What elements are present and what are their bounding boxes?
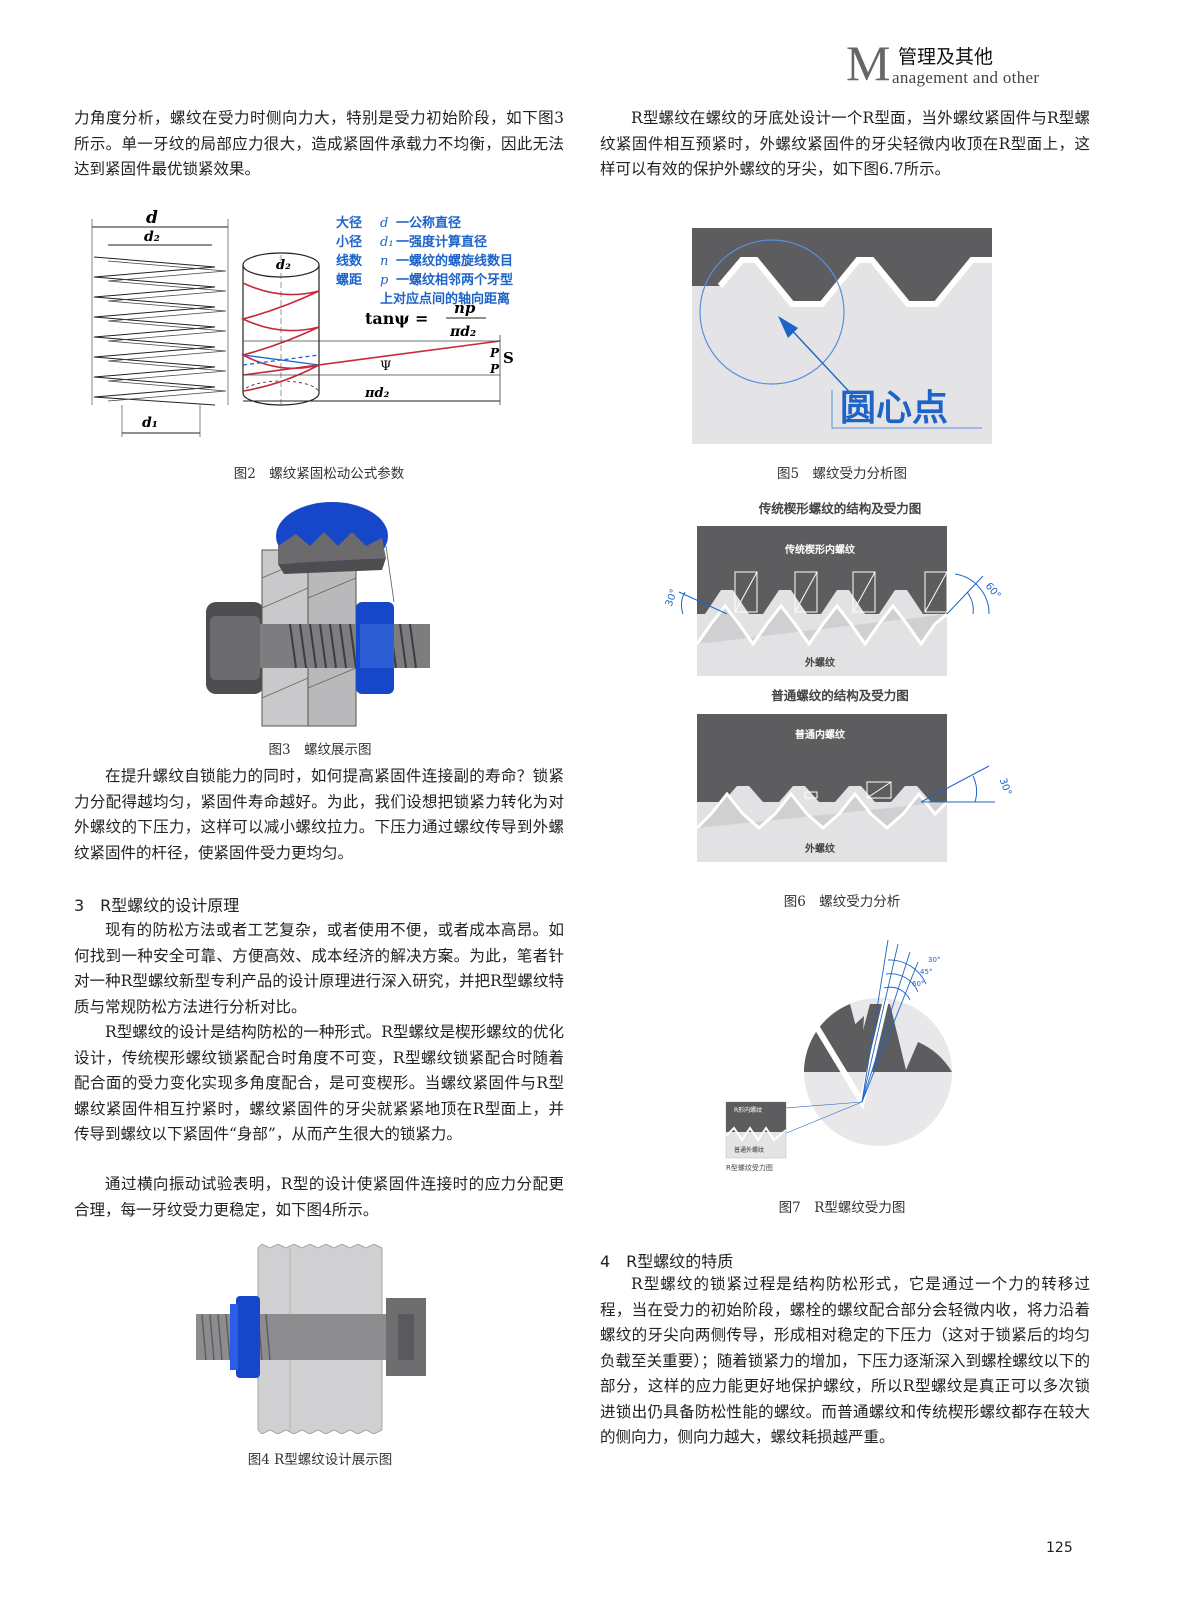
legend-sym-3: n (380, 254, 388, 269)
label-P2: P (489, 362, 500, 376)
figure-2-caption: 图2 螺纹紧固松动公式参数 (233, 466, 405, 482)
legend-sym-1: d (380, 216, 388, 231)
arc-label-60: 60° (912, 980, 924, 988)
right-paragraph-2: R型螺纹的锁紧过程是结构防松形式，它是通过一个力的转移过程，当在受力的初始阶段，… (600, 1275, 1090, 1446)
header-initial: M (846, 35, 891, 91)
figure-7-caption: 图7 R型螺纹受力图 (778, 1200, 906, 1216)
inset-caption: R型螺纹受力图 (726, 1163, 773, 1172)
figure-6: 传统楔形螺纹的结构及受力图 传统楔形内螺纹 外螺纹 30° 60° 普通螺纹的结… (655, 496, 1025, 866)
standard-external-thread-label: 外螺纹 (804, 842, 836, 855)
center-point-label: 圆心点 (840, 388, 948, 429)
r-thread-force-diagram: 30° 45° 60° R形内螺纹 普通外螺纹 R型螺纹受力图 (725, 939, 952, 1172)
inset-external-label: 普通外螺纹 (734, 1146, 764, 1154)
wedge-external-thread-label: 外螺纹 (804, 656, 836, 669)
right-paragraph-1: R型螺纹在螺纹的牙底处设计一个R型面，当外螺纹紧固件与R型螺纹紧固件相互预紧时，… (600, 109, 1090, 178)
legend-key-4: 螺距 (336, 272, 362, 288)
running-header: M 管理及其他 anagement and other (846, 32, 1106, 92)
left-paragraph-5: 通过横向振动试验表明，R型的设计使紧固件连接时的应力分配更合理，每一牙纹受力更稳… (74, 1175, 564, 1219)
wedge-internal-thread-label: 传统楔形内螺纹 (784, 543, 856, 556)
standard-internal-thread-label: 普通内螺纹 (795, 728, 846, 741)
left-paragraph-4: R型螺纹的设计是结构防松的一种形式。R型螺纹是楔形螺纹的优化设计，传统楔形螺纹锁… (74, 1023, 564, 1143)
arc-label-30: 30° (928, 956, 940, 964)
thread-force-analysis-diagram: 圆心点 (692, 228, 992, 444)
figure-6-caption: 图6 螺纹受力分析 (783, 894, 901, 910)
page-number: 125 (1046, 1540, 1073, 1556)
legend-key-1: 大径 (336, 215, 362, 231)
left-paragraph-2: 在提升螺纹自锁能力的同时，如何提高紧固件连接副的寿命？锁紧力分配得越均匀，紧固件… (74, 767, 564, 862)
legend-sym-2: d₁ (380, 235, 394, 250)
formula-denominator: πd₂ (449, 324, 476, 340)
header-section-cn: 管理及其他 (898, 46, 994, 68)
legend-desc-1: 一公称直径 (396, 215, 461, 231)
figure-4-caption: 图4 R型螺纹设计展示图 (247, 1452, 393, 1468)
legend-key-3: 线数 (336, 253, 363, 269)
legend-desc-3: 一螺纹的螺旋线数目 (396, 253, 513, 269)
figure-7: 30° 45° 60° R形内螺纹 普通外螺纹 R型螺纹受力图 (720, 930, 980, 1180)
label-d: d (146, 208, 158, 228)
angle-30-label: 30° (664, 588, 680, 608)
thread-display-illustration (206, 502, 430, 727)
figure-3-caption: 图3 螺纹展示图 (268, 742, 372, 758)
figure-5-caption: 图5 螺纹受力分析图 (776, 466, 908, 482)
formula-numerator: np (454, 299, 476, 317)
legend-desc-2: 一强度计算直径 (396, 234, 487, 250)
header-section-en: anagement and other (892, 68, 1040, 87)
arc-label-45: 45° (920, 968, 932, 976)
legend-continuation: 上对应点间的轴向距离 (380, 291, 510, 307)
figure-3 (200, 498, 440, 728)
label-P: P (489, 346, 500, 360)
figure-5: 圆心点 (692, 228, 992, 444)
inset-internal-label: R形内螺纹 (734, 1106, 762, 1114)
figure-2: d d₂ d₁ d₂ Ψ πd₂ P P S tanψ = np πd₂ 大径 (80, 205, 560, 445)
angle-30-bottom-label: 30° (997, 777, 1013, 797)
thread-force-comparison-diagram: 传统楔形螺纹的结构及受力图 传统楔形内螺纹 外螺纹 30° 60° 普通螺纹的结… (664, 501, 1013, 862)
section-3-heading: 3 R型螺纹的设计原理 (74, 896, 240, 915)
label-pi-d2: πd₂ (364, 386, 390, 401)
legend-desc-4: 一螺纹相邻两个牙型 (396, 272, 513, 288)
standard-thread-title: 普通螺纹的结构及受力图 (771, 688, 909, 703)
label-d2: d₂ (144, 229, 160, 245)
wedge-thread-title: 传统楔形螺纹的结构及受力图 (758, 501, 922, 516)
section-4-heading: 4 R型螺纹的特质 (600, 1252, 734, 1271)
legend-sym-4: p (380, 273, 389, 288)
label-d1: d₁ (142, 415, 158, 431)
formula-lhs: tanψ = (365, 309, 428, 328)
label-S: S (503, 349, 514, 367)
legend-key-2: 小径 (336, 234, 362, 250)
r-thread-design-illustration (196, 1243, 426, 1435)
label-psi: Ψ (380, 359, 391, 374)
left-paragraph-1: 力角度分析，螺纹在受力时侧向力大，特别是受力初始阶段，如下图3所示。单一牙纹的局… (74, 109, 564, 178)
left-paragraph-3: 现有的防松方法或者工艺复杂，或者使用不便，或者成本高昂。如何找到一种安全可靠、方… (74, 921, 564, 1016)
figure-4 (190, 1243, 440, 1435)
label-d2-cylinder: d₂ (276, 258, 291, 273)
thread-formula-diagram: d d₂ d₁ d₂ Ψ πd₂ P P S tanψ = np πd₂ 大径 (91, 208, 514, 437)
